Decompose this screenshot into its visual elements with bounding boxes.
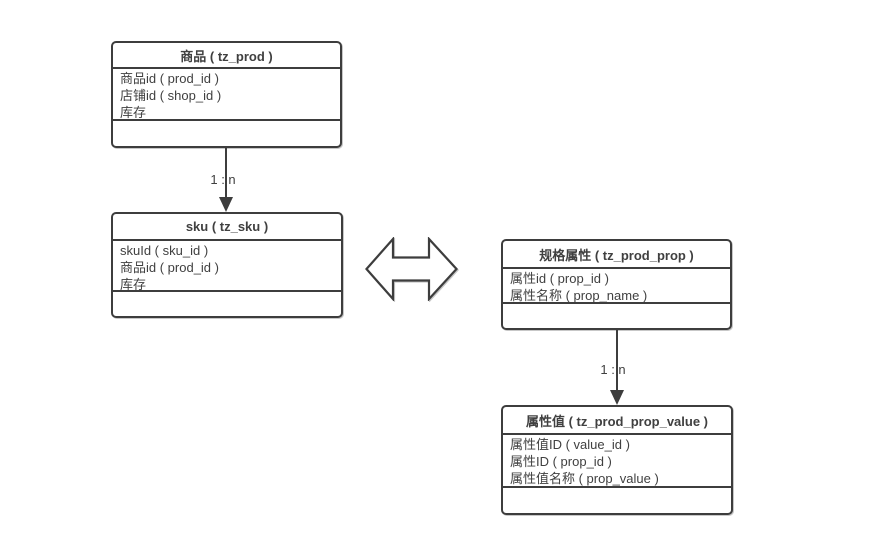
entity-empty-section [503,488,731,513]
entity-field: 属性值名称 ( prop_value ) [510,471,659,486]
entity-fields-section: skuId ( sku_id ) 商品id ( prod_id ) 库存 [113,241,341,292]
double-arrow-icon [365,237,458,301]
entity-field: 商品id ( prod_id ) [120,260,219,275]
entity-table-prod-prop-value: 属性值 ( tz_prod_prop_value ) 属性值ID ( value… [501,405,733,515]
relation-line [225,148,227,197]
relation-cardinality-label: 1 : n [600,362,626,377]
arrowhead-down-icon [610,390,624,405]
entity-table-title: 规格属性 ( tz_prod_prop ) [503,241,730,269]
entity-table-prod-prop: 规格属性 ( tz_prod_prop ) 属性id ( prop_id ) 属… [501,239,732,330]
entity-field: skuId ( sku_id ) [120,243,209,258]
entity-field: 属性名称 ( prop_name ) [510,288,648,303]
entity-fields-section: 商品id ( prod_id ) 店铺id ( shop_id ) 库存 [113,69,340,121]
entity-field: 属性ID ( prop_id ) [510,454,612,469]
entity-table-title: 属性值 ( tz_prod_prop_value ) [503,407,731,435]
entity-table-title: sku ( tz_sku ) [113,214,341,241]
entity-field: 商品id ( prod_id ) [120,71,219,86]
entity-fields-section: 属性id ( prop_id ) 属性名称 ( prop_name ) [503,269,730,304]
entity-table-prod: 商品 ( tz_prod ) 商品id ( prod_id ) 店铺id ( s… [111,41,342,148]
entity-table-title: 商品 ( tz_prod ) [113,43,340,69]
entity-field: 库存 [120,105,147,120]
entity-fields-section: 属性值ID ( value_id ) 属性ID ( prop_id ) 属性值名… [503,435,731,488]
relation-cardinality-label: 1 : n [210,172,236,187]
entity-empty-section [503,304,730,328]
relation-line [616,330,618,390]
arrowhead-down-icon [219,197,233,212]
entity-table-sku: sku ( tz_sku ) skuId ( sku_id ) 商品id ( p… [111,212,343,318]
entity-field: 店铺id ( shop_id ) [120,88,222,103]
entity-field: 属性id ( prop_id ) [510,271,609,286]
entity-field: 属性值ID ( value_id ) [510,437,630,452]
entity-empty-section [113,121,340,146]
entity-field: 库存 [120,277,147,292]
entity-empty-section [113,292,341,316]
